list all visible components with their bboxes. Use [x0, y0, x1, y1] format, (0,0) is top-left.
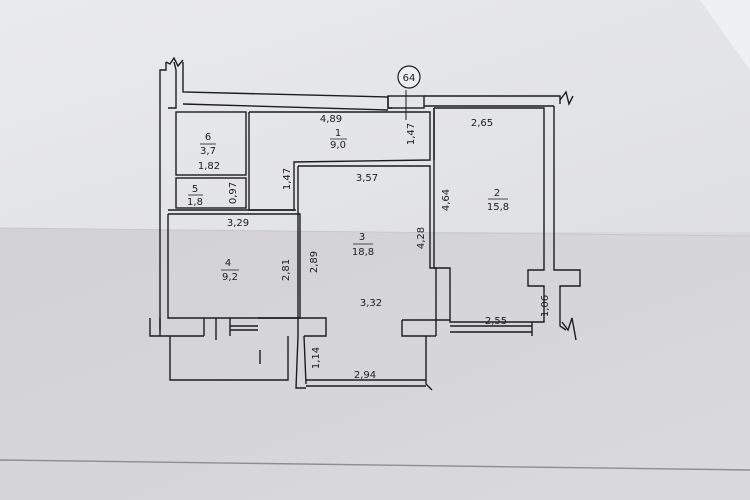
dim-corridor-depth: 1,47: [282, 168, 293, 190]
dim-r3-right: 4,28: [416, 227, 427, 249]
outer-wall-top-right: [424, 95, 561, 104]
paper-bottom-edge: [0, 459, 750, 471]
room-1-number: 1: [335, 128, 341, 139]
wall-break-top-right: [559, 90, 574, 107]
axis-marker-circle: [397, 65, 421, 89]
dim-r2-depth: 4,64: [441, 189, 452, 211]
dim-r1-width: 4,89: [320, 114, 342, 125]
room-4-area: 9,2: [222, 272, 238, 283]
paper-fold-line: [0, 227, 750, 237]
room-6-number: 6: [205, 132, 211, 143]
dim-r5-depth: 0,97: [228, 182, 239, 204]
dim-r3-top: 3,57: [356, 173, 378, 184]
dim-r2-bottom: 2,55: [485, 316, 507, 327]
room-3-lower-left-inner: [303, 335, 307, 385]
dimension-labels: 4,89 1,47 2,65 4,64 2,55 1,06 3,57 4,28 …: [198, 114, 551, 381]
room-3-lower-left: [295, 214, 306, 389]
dim-r3-mid: 3,32: [360, 298, 382, 309]
room-2-number: 2: [494, 188, 500, 199]
room-3-number: 3: [359, 232, 365, 243]
dim-r3-bottom: 2,94: [354, 370, 376, 381]
paper-upper-half: [0, 0, 750, 232]
room-2-area: 15,8: [487, 202, 509, 213]
outer-wall-left-inner: [168, 61, 177, 109]
room-5-number: 5: [192, 184, 198, 195]
dim-r1-depth: 1,47: [406, 123, 417, 145]
axis-marker-label: 64: [403, 73, 416, 84]
room-4-bottom-wall: [149, 318, 204, 337]
room-3-area: 18,8: [352, 247, 374, 258]
paper-corner-shadow: [700, 0, 750, 70]
dim-r2-width: 2,65: [471, 118, 493, 129]
axis-marker: 64: [397, 65, 421, 120]
wall-break-right: [561, 317, 577, 341]
dim-r2-side: 1,06: [540, 295, 551, 317]
room-1-area: 9,0: [330, 140, 346, 151]
room-2-outer-right: [553, 106, 581, 331]
dim-r3-left: 2,89: [309, 251, 320, 273]
room-5-outline: [175, 177, 247, 209]
outer-wall-top-inner-a: [182, 103, 389, 111]
paper-lower-half: [0, 228, 750, 500]
dim-r6-width: 1,82: [198, 161, 220, 172]
room-labels: 6 3,7 5 1,8 1 9,0 2 15,8 3 18,8 4 9,2: [187, 128, 509, 283]
room-6-outline: [175, 111, 247, 176]
room-6-area: 3,7: [200, 146, 216, 157]
wall-break-top-left: [165, 56, 184, 68]
dim-r4-depth: 2,81: [281, 259, 292, 281]
outer-wall-left-outer: [159, 62, 167, 336]
dim-r3-lower-left: 1,14: [311, 347, 322, 369]
room-5-area: 1,8: [187, 197, 203, 208]
balcony-outline: [169, 336, 289, 381]
room-2-outline: [433, 107, 545, 323]
room-3-top-wall: [298, 165, 436, 269]
room-4-bottom-right: [258, 317, 327, 337]
dim-r4-width: 3,29: [227, 218, 249, 229]
room-4-number: 4: [225, 258, 231, 269]
